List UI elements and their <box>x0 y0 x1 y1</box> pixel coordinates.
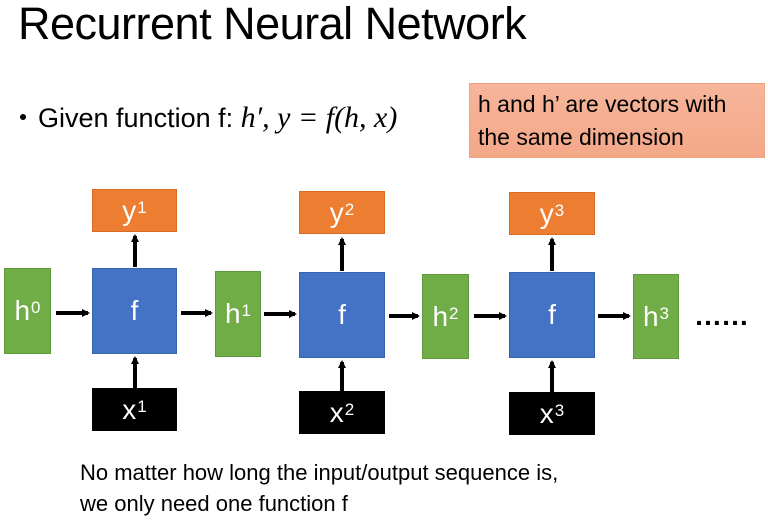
output-index: 1 <box>137 197 147 217</box>
formula: h′, y = f(h, x) <box>240 101 398 134</box>
hidden-state-index: 2 <box>449 303 459 323</box>
hidden-state-index: 3 <box>659 303 670 323</box>
caption-line-1: No matter how long the input/output sequ… <box>80 460 559 485</box>
input-index: 2 <box>344 399 355 419</box>
input-index: 3 <box>554 400 565 420</box>
hidden-state-label: h <box>642 300 659 332</box>
input-label: x <box>539 397 554 429</box>
continuation-ellipsis: …… <box>694 300 749 331</box>
bullet-prefix: Given function f: <box>38 103 241 133</box>
hidden-state-index: 1 <box>241 301 252 320</box>
hidden-state-label: h <box>14 295 31 326</box>
function-label: f <box>338 299 346 330</box>
input-label: x <box>122 393 137 425</box>
function-label: f <box>548 299 556 330</box>
function-block-3: f <box>509 272 595 358</box>
caption-line-2: we only need one function f <box>80 491 348 516</box>
hidden-state-label: h <box>224 298 241 329</box>
slide-title: Recurrent Neural Network <box>18 0 527 49</box>
function-block-1: f <box>92 268 177 354</box>
output-label: y <box>539 197 554 229</box>
output-label: y <box>122 194 137 226</box>
input-index: 1 <box>137 396 147 416</box>
function-label: f <box>130 295 139 326</box>
caption: No matter how long the input/output sequ… <box>80 457 558 519</box>
bullet-icon <box>20 113 26 120</box>
bullet-given-function: Given function f: h′, y = f(h, x) <box>20 101 397 135</box>
output-index: 2 <box>344 199 355 219</box>
input-label: x <box>329 396 344 428</box>
note-callout: h and h’ are vectors with the same dimen… <box>469 83 765 158</box>
function-block-2: f <box>299 272 385 358</box>
output-label: y <box>329 196 344 228</box>
note-line-1: h and h’ are vectors with <box>478 91 727 117</box>
output-index: 3 <box>554 200 565 220</box>
note-line-2: the same dimension <box>478 124 684 150</box>
hidden-state-index: 0 <box>31 298 41 317</box>
hidden-state-label: h <box>432 300 449 332</box>
